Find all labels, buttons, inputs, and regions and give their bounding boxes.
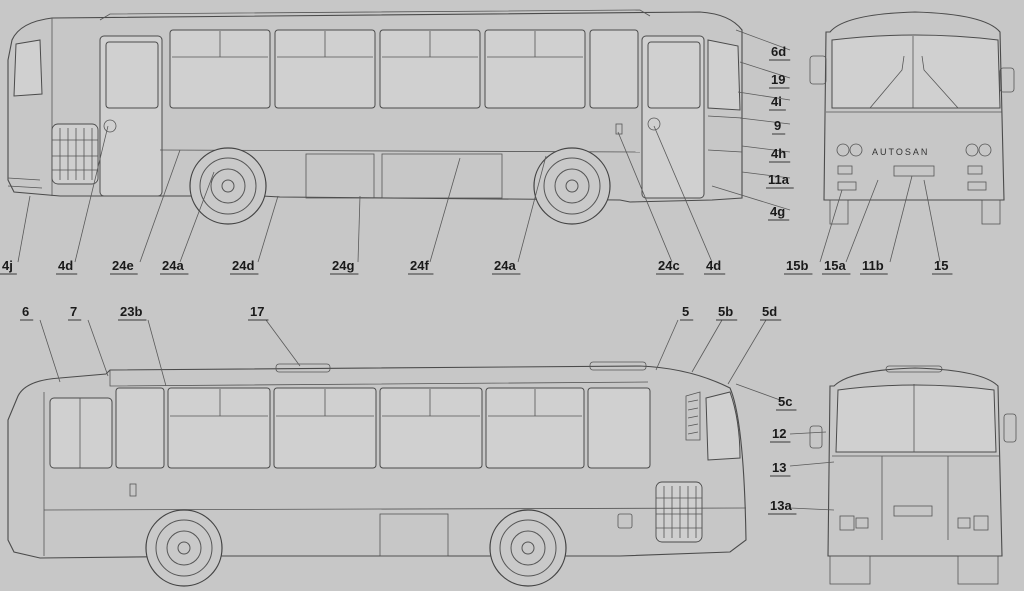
top-window-1 — [169, 29, 271, 109]
bottom-side-vent — [685, 391, 701, 441]
label-23b: 23b — [120, 304, 142, 319]
label-15b: 15b — [786, 258, 808, 273]
label-4d-rear: 4d — [58, 258, 73, 273]
bottom-side-body-outline — [7, 365, 747, 559]
label-24d: 24d — [232, 258, 254, 273]
rear-body-outline — [827, 367, 1003, 557]
front-body-outline — [823, 11, 1005, 201]
bottom-leader-lines — [39, 319, 835, 511]
label-11a: 11a — [768, 172, 790, 187]
label-5d: 5d — [762, 304, 777, 319]
label-24a-rear: 24a — [162, 258, 184, 273]
label-9: 9 — [774, 118, 781, 133]
top-rear-wheel — [189, 147, 267, 225]
top-rear-window — [13, 39, 43, 97]
label-12: 12 — [772, 426, 786, 441]
label-5: 5 — [682, 304, 689, 319]
roof-hatch — [275, 363, 331, 373]
top-leader-lines — [17, 29, 941, 263]
label-4i: 4i — [771, 94, 782, 109]
front-view: AUTOSAN — [809, 11, 1015, 225]
bottom-front-wheel — [489, 509, 567, 587]
label-13a: 13a — [770, 498, 792, 513]
label-24c: 24c — [658, 258, 680, 273]
top-windshield — [707, 39, 741, 111]
label-4h: 4h — [771, 146, 786, 161]
label-5c: 5c — [778, 394, 792, 409]
bottom-rear-window — [49, 397, 113, 469]
bottom-window-1 — [115, 387, 165, 469]
label-17: 17 — [250, 304, 264, 319]
label-24e: 24e — [112, 258, 134, 273]
top-labels: 6d 19 4i 9 4h 11a 4g 4j 4d 24e 24a 24d 2… — [2, 44, 948, 273]
top-side-view — [7, 9, 743, 225]
label-24f: 24f — [410, 258, 429, 273]
label-19: 19 — [771, 72, 785, 87]
bottom-window-3 — [273, 387, 377, 469]
label-4g: 4g — [770, 204, 785, 219]
bottom-side-view — [7, 361, 747, 587]
bottom-window-4 — [379, 387, 483, 469]
top-window-3 — [379, 29, 481, 109]
label-7: 7 — [70, 304, 77, 319]
top-front-wheel — [533, 147, 611, 225]
bottom-labels: 6 7 23b 17 5 5b 5d 5c 12 13 13a — [22, 304, 792, 513]
bottom-window-2 — [167, 387, 271, 469]
top-window-2 — [274, 29, 376, 109]
bottom-windshield — [705, 391, 741, 461]
front-windshield — [831, 34, 1001, 109]
label-24g: 24g — [332, 258, 354, 273]
rear-view — [809, 365, 1017, 585]
label-4j: 4j — [2, 258, 13, 273]
label-13: 13 — [772, 460, 786, 475]
bottom-rear-wheel — [145, 509, 223, 587]
bottom-window-5 — [485, 387, 585, 469]
bottom-window-6 — [587, 387, 651, 469]
rear-window — [835, 384, 997, 453]
label-11b: 11b — [862, 258, 884, 273]
label-24a-front: 24a — [494, 258, 516, 273]
top-engine-grille — [51, 123, 99, 185]
label-15: 15 — [934, 258, 948, 273]
top-window-5 — [589, 29, 639, 109]
label-4d-front: 4d — [706, 258, 721, 273]
bottom-engine-grille — [655, 481, 703, 543]
label-5b: 5b — [718, 304, 733, 319]
label-underlines — [0, 59, 953, 515]
front-brand-text: AUTOSAN — [872, 147, 929, 157]
label-6: 6 — [22, 304, 29, 319]
label-15a: 15a — [824, 258, 846, 273]
top-window-4 — [484, 29, 586, 109]
label-6d: 6d — [771, 44, 786, 59]
